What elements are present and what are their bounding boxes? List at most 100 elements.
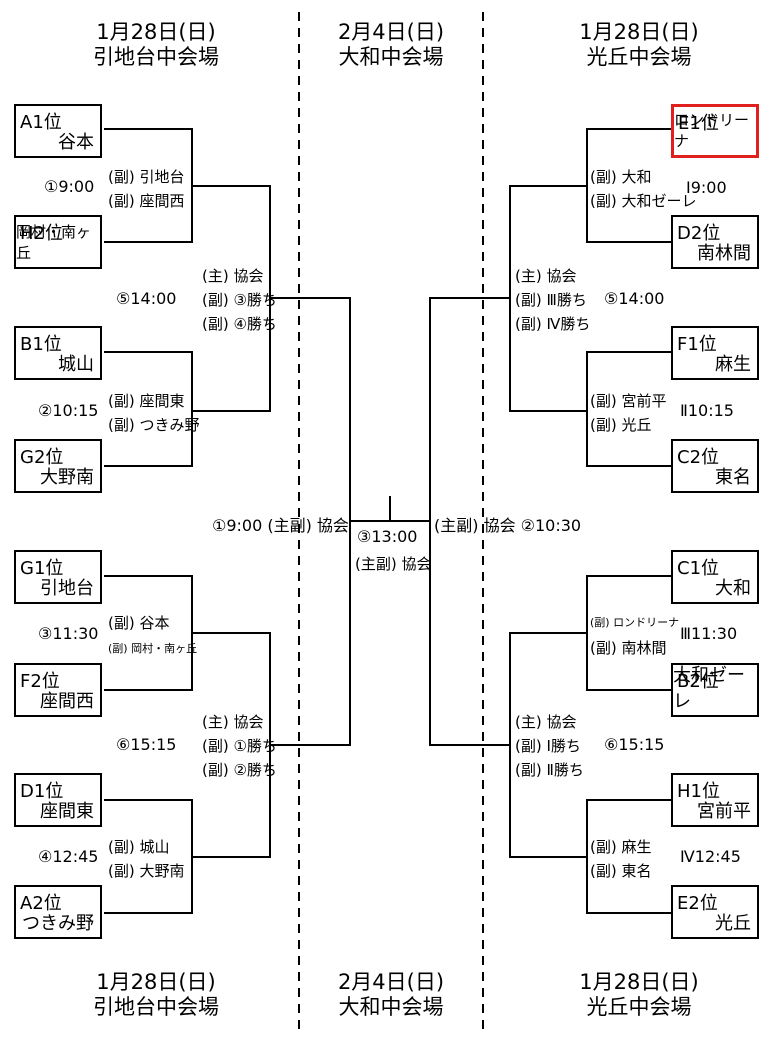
team-box-c1: C1位 大和	[671, 550, 759, 604]
venue-date: 1月28日(日)	[579, 20, 699, 44]
match-3-ref: (副) 谷本	[108, 614, 170, 632]
match-r5-time: ⑤14:00	[604, 289, 665, 308]
match-r4-ref: (副) 東名	[590, 862, 652, 880]
line-match-r2	[586, 351, 671, 467]
match-1-time: ①9:00	[44, 177, 95, 196]
semi-right-label: (主副) 協会 ②10:30	[434, 516, 582, 535]
match-r3-time: Ⅲ11:30	[680, 624, 738, 643]
match-2-time: ②10:15	[38, 401, 99, 420]
team-rank: C1位	[677, 558, 720, 579]
match-r4-time: Ⅳ12:45	[680, 847, 741, 866]
match-r2-time: Ⅱ10:15	[680, 401, 734, 420]
venue-center-top: 2月4日(日) 大和中会場	[271, 20, 511, 70]
venue-center-bottom: 2月4日(日) 大和中会場	[271, 970, 511, 1020]
team-name: 大和	[715, 578, 751, 599]
match-3-ref: (副) 岡村・南ヶ丘	[108, 642, 198, 655]
team-rank: A1位	[20, 112, 62, 133]
venue-right-bottom: 1月28日(日) 光丘中会場	[519, 970, 759, 1020]
match-6-time: ⑥15:15	[116, 735, 177, 754]
team-rank: H2位	[20, 223, 63, 244]
team-rank: E2位	[677, 893, 718, 914]
team-name: 宮前平	[697, 801, 751, 822]
match-r6-ref: (主) 協会	[515, 713, 577, 731]
team-name: 岡村・南ヶ丘	[16, 223, 92, 262]
venue-left-top: 1月28日(日) 引地台中会場	[36, 20, 276, 70]
team-rank: A2位	[20, 893, 62, 914]
match-6-ref: (副) ②勝ち	[202, 761, 277, 779]
match-6-ref: (主) 協会	[202, 713, 264, 731]
team-box-b2: B2位 大和ゼーレ	[671, 663, 759, 717]
team-name: 東名	[715, 467, 751, 488]
team-name: 城山	[58, 354, 94, 375]
match-1-ref: (副) 引地台	[108, 168, 185, 186]
team-rank: D1位	[20, 781, 64, 802]
team-box-a1: A1位 谷本	[14, 104, 102, 158]
match-4-ref: (副) 大野南	[108, 862, 185, 880]
venue-right-top: 1月28日(日) 光丘中会場	[519, 20, 759, 70]
team-box-d1: D1位 座間東	[14, 773, 102, 827]
match-5-ref: (副) ④勝ち	[202, 315, 277, 333]
team-name: 麻生	[715, 354, 751, 375]
team-box-h2: H2位 岡村・南ヶ丘	[14, 215, 102, 269]
team-box-h1: H1位 宮前平	[671, 773, 759, 827]
team-name: 谷本	[58, 132, 94, 153]
team-box-e1: E1位 ロンドリーナ	[671, 104, 759, 158]
team-box-f2: F2位 座間西	[14, 663, 102, 717]
final-ref: (主副) 協会	[355, 555, 432, 573]
venue-name: 光丘中会場	[586, 995, 692, 1019]
team-rank: C2位	[677, 447, 720, 468]
match-r2-ref: (副) 光丘	[590, 416, 652, 434]
match-5-ref: (主) 協会	[202, 267, 264, 285]
team-rank: G1位	[20, 558, 64, 579]
match-r4-ref: (副) 麻生	[590, 838, 652, 856]
team-name: 大和ゼーレ	[673, 665, 745, 712]
team-box-a2: A2位 つきみ野	[14, 885, 102, 939]
team-box-g2: G2位 大野南	[14, 439, 102, 493]
team-name: 南林間	[697, 243, 751, 264]
line-match-2	[104, 351, 193, 467]
venue-name: 引地台中会場	[93, 995, 219, 1019]
match-r5-ref: (副) Ⅲ勝ち	[515, 291, 587, 309]
team-box-e2: E2位 光丘	[671, 885, 759, 939]
match-r3-ref: (副) ロンドリーナ	[590, 616, 680, 629]
team-name: 座間東	[40, 801, 94, 822]
line-match-r3	[586, 575, 671, 691]
match-r6-ref: (副) Ⅱ勝ち	[515, 761, 584, 779]
match-4-ref: (副) 城山	[108, 838, 170, 856]
match-r1-time: Ⅰ9:00	[686, 178, 727, 197]
venue-name: 大和中会場	[338, 995, 444, 1019]
team-name: 光丘	[715, 913, 751, 934]
match-1-ref: (副) 座間西	[108, 192, 185, 210]
venue-left-bottom: 1月28日(日) 引地台中会場	[36, 970, 276, 1020]
venue-name: 大和中会場	[338, 45, 444, 69]
match-2-ref: (副) 座間東	[108, 392, 185, 410]
match-r5-ref: (副) Ⅳ勝ち	[515, 315, 591, 333]
team-rank: H1位	[677, 781, 720, 802]
match-r2-ref: (副) 宮前平	[590, 392, 667, 410]
final-time: ③13:00	[357, 527, 418, 546]
semi-left-label: ①9:00 (主副) 協会	[212, 516, 349, 535]
team-box-b1: B1位 城山	[14, 326, 102, 380]
venue-date: 1月28日(日)	[96, 970, 216, 994]
team-rank: G2位	[20, 447, 64, 468]
team-name: 大野南	[40, 467, 94, 488]
match-r6-time: ⑥15:15	[604, 735, 665, 754]
venue-date: 2月4日(日)	[337, 970, 445, 994]
team-box-f1: F1位 麻生	[671, 326, 759, 380]
match-r5-ref: (主) 協会	[515, 267, 577, 285]
team-rank: B2位	[677, 671, 719, 692]
team-rank: D2位	[677, 223, 721, 244]
match-5-ref: (副) ③勝ち	[202, 291, 277, 309]
match-r6-ref: (副) Ⅰ勝ち	[515, 737, 581, 755]
team-name: 座間西	[40, 691, 94, 712]
line-match-3	[104, 575, 193, 691]
team-rank: B1位	[20, 334, 62, 355]
venue-date: 1月28日(日)	[579, 970, 699, 994]
team-rank: F1位	[677, 334, 717, 355]
team-box-c2: C2位 東名	[671, 439, 759, 493]
team-box-d2: D2位 南林間	[671, 215, 759, 269]
team-rank: E1位	[678, 113, 719, 134]
match-4-time: ④12:45	[38, 847, 99, 866]
match-r1-ref: (副) 大和ゼーレ	[590, 192, 697, 210]
match-2-ref: (副) つきみ野	[108, 416, 200, 434]
